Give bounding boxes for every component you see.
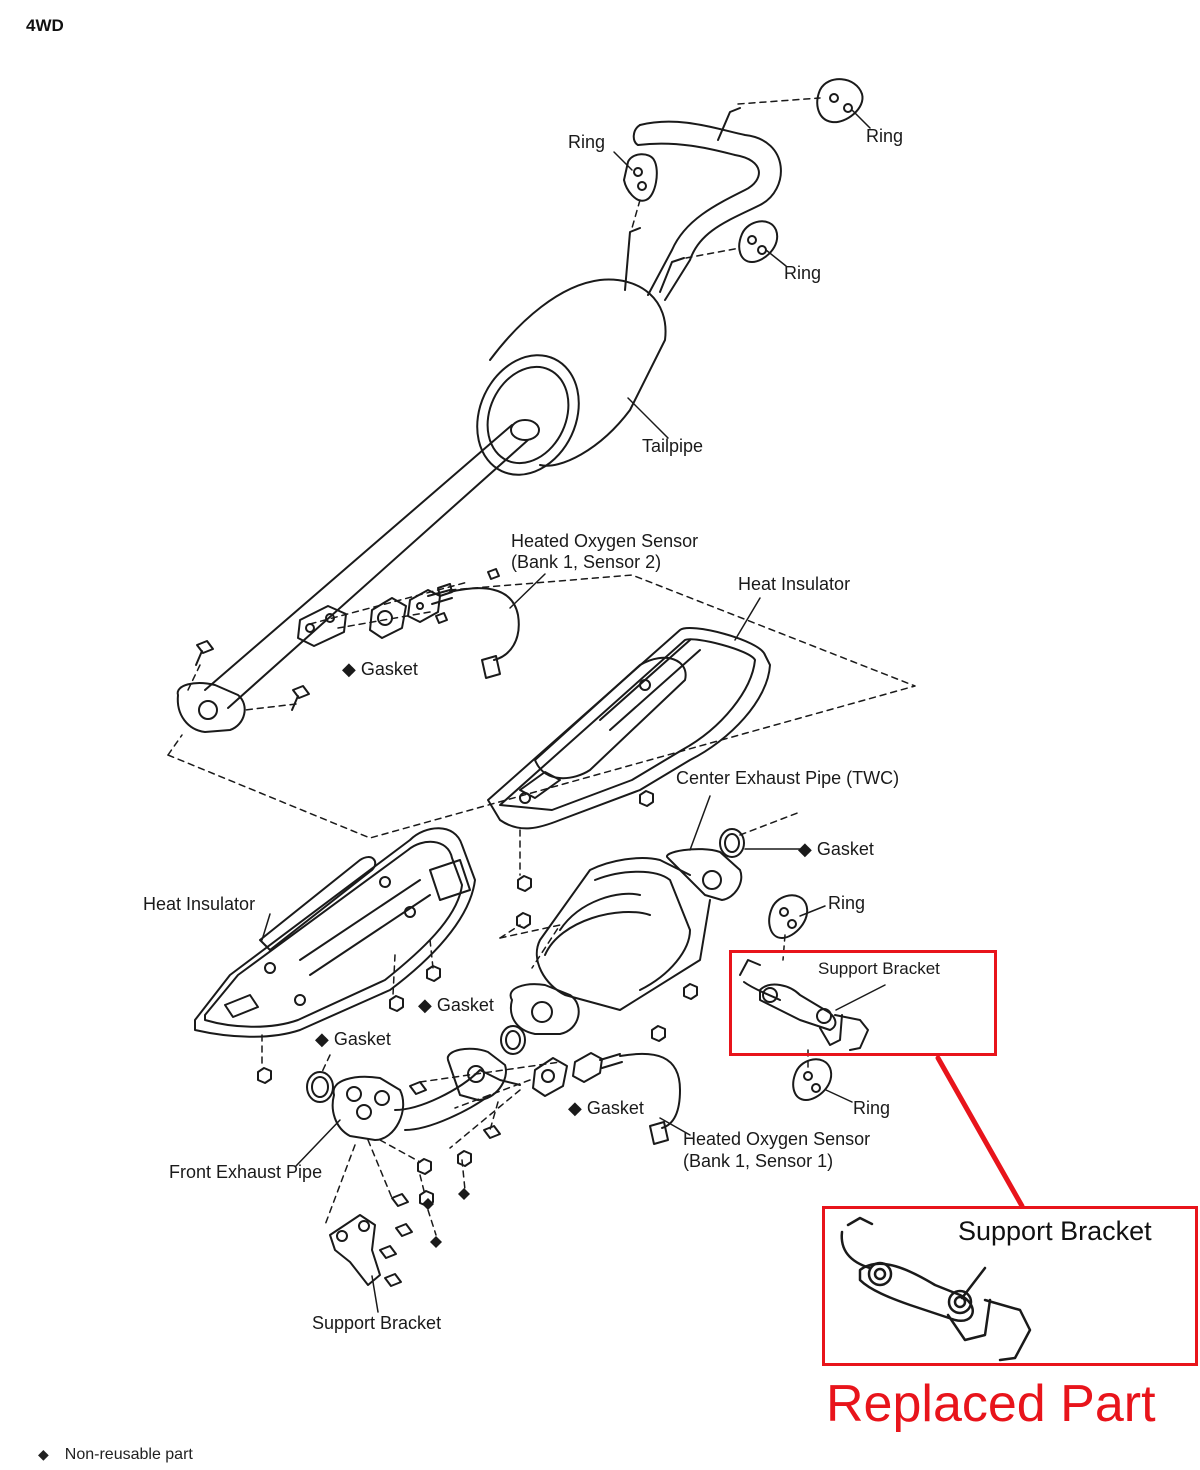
tailpipe-assembly <box>176 107 782 733</box>
label-tailpipe: Tailpipe <box>642 436 704 456</box>
non-reusable-diamond-icon: ◆ <box>418 995 432 1015</box>
label-support-bracket-bottom: Support Bracket <box>312 1313 442 1333</box>
ring-top-right <box>816 78 864 124</box>
label-gasket-lower-right: ◆ Gasket <box>568 1098 644 1118</box>
leader-lines <box>261 109 886 1313</box>
heat-insulator-upper <box>487 627 771 830</box>
center-exhaust-pipe-twc <box>509 828 745 1042</box>
label-support-bracket-right: Support Bracket <box>818 959 940 978</box>
non-reusable-diamond-icon: ◆ <box>798 839 812 859</box>
inset-support-bracket-title: Support Bracket <box>958 1216 1152 1246</box>
label-front-exhaust-pipe: Front Exhaust Pipe <box>169 1162 323 1182</box>
label-gasket-lower-left: ◆ Gasket <box>315 1029 391 1049</box>
support-bracket-highlight-box <box>729 950 997 1056</box>
non-reusable-diamond-icon: ◆ <box>342 659 356 679</box>
label-heat-insulator-lower: Heat Insulator <box>143 894 256 914</box>
label-ho2s-sensor2-line2: (Bank 1, Sensor 2) <box>511 552 662 572</box>
label-ho2s-sensor1-line2: (Bank 1, Sensor 1) <box>683 1151 834 1171</box>
non-reusable-diamond-icon: ◆ <box>38 1446 49 1462</box>
label-ring-mid-right: Ring <box>784 263 822 283</box>
label-heat-insulator-upper: Heat Insulator <box>738 574 851 594</box>
replaced-part-inset-box <box>822 1206 1198 1366</box>
label-gasket-center: ◆ Gasket <box>798 839 874 859</box>
legend: ◆ Non-reusable part <box>38 1446 193 1464</box>
ring-lower-2 <box>792 1058 833 1101</box>
support-bracket-right <box>739 959 869 1051</box>
label-ho2s-sensor2-line1: Heated Oxygen Sensor <box>511 531 699 551</box>
ring-lower-1 <box>768 894 809 939</box>
label-gasket-mid: ◆ Gasket <box>418 995 494 1015</box>
replaced-part-caption: Replaced Part <box>826 1375 1156 1433</box>
non-reusable-diamond-icon: ◆ <box>315 1029 329 1049</box>
inset-support-bracket <box>840 1216 1032 1362</box>
support-bracket-lower <box>329 1193 413 1287</box>
label-ho2s-sensor1-line1: Heated Oxygen Sensor <box>683 1129 871 1149</box>
assembly-guide-lines <box>167 97 916 1236</box>
ring-top-left <box>623 153 658 202</box>
label-center-exhaust-pipe: Center Exhaust Pipe (TWC) <box>676 768 900 788</box>
legend-text: Non-reusable part <box>64 1446 193 1463</box>
label-ring-lower-2: Ring <box>853 1098 891 1118</box>
non-reusable-diamond-icon: ◆ <box>568 1098 582 1118</box>
label-ring-top-left: Ring <box>568 132 606 152</box>
non-reusable-markers <box>422 1188 470 1248</box>
label-gasket-upper: ◆ Gasket <box>342 659 418 679</box>
highlight-connector-line <box>935 1055 1025 1209</box>
label-ring-lower-1: Ring <box>828 893 866 913</box>
label-ring-top-right: Ring <box>866 126 904 146</box>
ring-mid-right <box>738 220 779 263</box>
front-exhaust-pipe <box>306 1025 681 1207</box>
variant-label: 4WD <box>26 16 64 35</box>
